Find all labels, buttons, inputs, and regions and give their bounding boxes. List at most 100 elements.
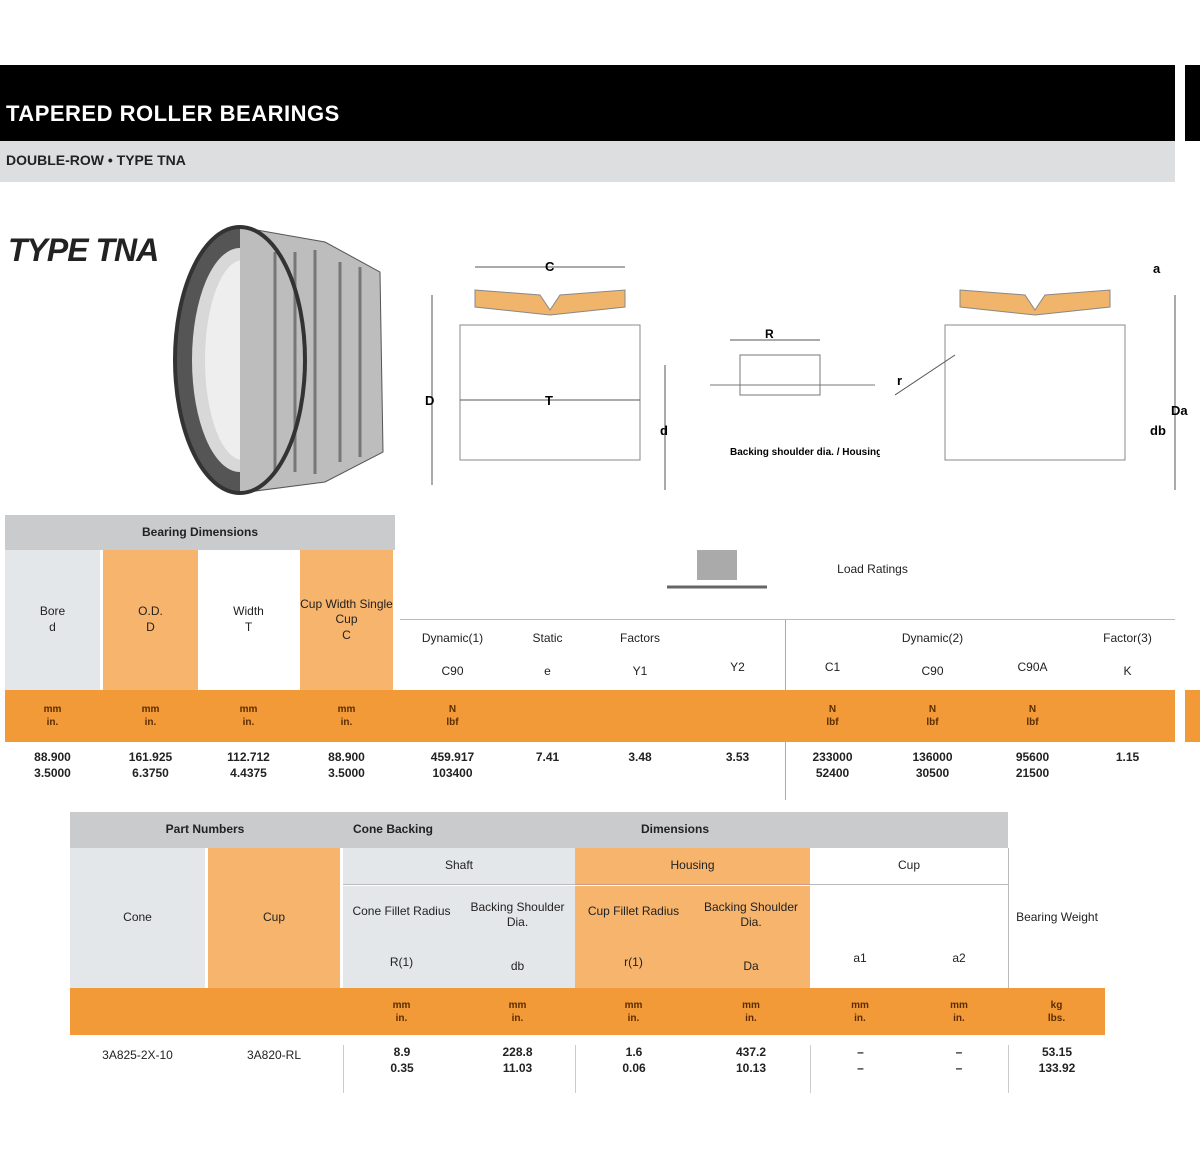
col-symbol: D (146, 620, 155, 634)
value-metric: 437.2 (735, 1045, 767, 1059)
unit-alt: in. (854, 1013, 866, 1024)
col-symbol: r(1) (624, 954, 643, 969)
col-label: Bore (39, 604, 66, 619)
col-symbol: db (510, 958, 525, 973)
unit-alt: in. (953, 1013, 965, 1024)
value-metric: – (955, 1045, 963, 1059)
value-imperial: 6.3750 (132, 765, 169, 780)
cone-part-number: 3A825-2X-10 (102, 1048, 173, 1063)
value-metric: 233000 (812, 750, 853, 764)
col-label: O.D. (138, 604, 163, 619)
value-metric: – (857, 1045, 864, 1059)
table-cell: –– (810, 1045, 910, 1093)
unit-alt: in. (144, 717, 157, 728)
unit-alt: lbf (826, 717, 839, 728)
svg-text:db: db (1150, 423, 1166, 438)
units-bar-edge (1185, 690, 1200, 742)
page-subtitle: DOUBLE-ROW • TYPE TNA (0, 141, 1175, 182)
unit-alt: in. (242, 717, 255, 728)
col-symbol: C (342, 627, 351, 642)
unit: mm (141, 704, 160, 715)
col-label: Factors (619, 630, 660, 645)
table-cell: –– (910, 1045, 1008, 1093)
bearing-mount-icon (667, 549, 768, 588)
unit: N (828, 704, 837, 715)
table2-group-bar (70, 812, 1008, 848)
col-header-r4: C1 (785, 622, 880, 688)
sub-col-header: Backing Shoulder Dia. Da (692, 886, 810, 988)
col-label: Cone Fillet Radius (352, 903, 451, 918)
col-bearing-weight: Bearing Weight (1008, 848, 1105, 988)
svg-text:R: R (765, 327, 774, 341)
col-header-r6: C90A (985, 622, 1080, 688)
value-metric: 95600 (1015, 750, 1050, 764)
col-header-r7: Factor(3)K (1080, 622, 1175, 688)
value-metric: 3.48 (628, 750, 652, 764)
col-symbol: R(1) (389, 954, 414, 969)
col-symbol: Da (743, 958, 759, 973)
unit: N (448, 704, 457, 715)
col-label: Cup Fillet Radius (587, 903, 680, 918)
col-header-r3: Y2 (690, 622, 785, 688)
detail-diagram: R Backing shoulder dia. / Housing (710, 327, 880, 458)
col-symbol: d (49, 620, 56, 634)
value-metric: 228.8 (502, 1045, 533, 1059)
type-label: TYPE TNA (8, 232, 159, 268)
svg-text:Backing shoulder dia. / Housin: Backing shoulder dia. / Housing (730, 447, 880, 458)
value-imperial: 0.35 (390, 1060, 414, 1075)
col-symbol: C90 (441, 663, 464, 678)
value-metric: 459.917 (430, 750, 475, 764)
col-cone: Cone (70, 848, 205, 988)
cross-section-diagram-left: C T D d (425, 259, 668, 490)
svg-text:C: C (545, 259, 555, 274)
value-metric: 1.15 (1115, 750, 1140, 764)
value-imperial: 103400 (432, 765, 473, 780)
unit-alt: lbf (1026, 717, 1039, 728)
unit: mm (43, 704, 62, 715)
unit: N (1028, 704, 1037, 715)
cone-backing-group: Cone Backing (352, 822, 433, 837)
sub-col-header: a2 (910, 886, 1008, 988)
value-metric: 1.6 (625, 1045, 643, 1059)
col-header-r0: Dynamic(1)C90 (400, 622, 505, 688)
sub-col-header: Backing Shoulder Dia.db (460, 886, 575, 988)
svg-text:D: D (425, 393, 434, 408)
value-metric: 88.900 (34, 750, 71, 764)
housing-group: Housing (575, 848, 810, 885)
value-metric: 112.712 (227, 750, 270, 764)
col-label: Backing Shoulder Dia. (703, 899, 799, 930)
dimensions-group: Dimensions (640, 822, 709, 837)
unit: mm (392, 1000, 411, 1011)
value-imperial: 11.03 (502, 1060, 533, 1075)
col-header-r5: Dynamic(2)C90 (880, 622, 985, 688)
col-symbol: e (544, 663, 551, 678)
header-bar-edge (1185, 65, 1200, 141)
value-metric: 7.41 (535, 750, 560, 764)
col-label: Width (233, 604, 264, 619)
unit-alt: lbf (926, 717, 939, 728)
sub-col-header: Cup Fillet Radius r(1) (575, 886, 692, 988)
col-symbol: Y2 (730, 659, 745, 674)
value-metric: 88.900 (328, 750, 365, 764)
value-imperial: 10.13 (735, 1060, 767, 1075)
